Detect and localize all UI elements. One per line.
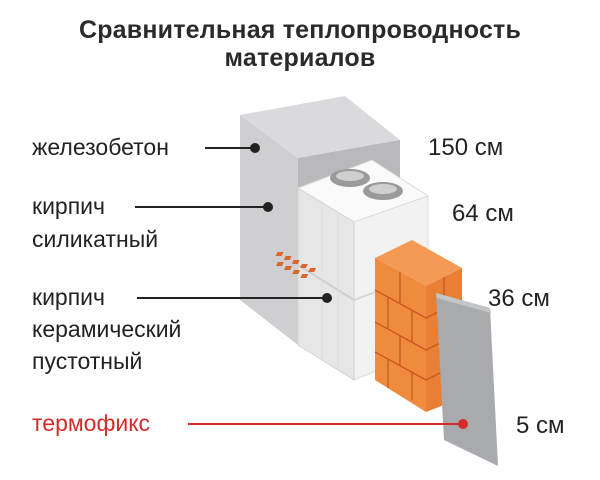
thickness-ceramic: 36 см bbox=[488, 285, 550, 312]
label-ceramic-line-1: кирпич bbox=[32, 284, 105, 310]
thickness-termofix: 5 см bbox=[516, 412, 565, 439]
thickness-silicate: 64 см bbox=[452, 200, 514, 227]
label-ceramic-line-2: керамический bbox=[32, 316, 182, 342]
silicate-marker-dot bbox=[263, 202, 273, 212]
label-silicate-line-2: силикатный bbox=[32, 226, 159, 252]
label-concrete: железобетон bbox=[32, 134, 169, 160]
label-silicate-line-1: кирпич bbox=[32, 193, 105, 219]
termofix-marker-dot bbox=[458, 419, 468, 429]
concrete-marker-dot bbox=[250, 143, 260, 153]
label-termofix: термофикс bbox=[32, 410, 151, 436]
label-ceramic-line-3: пустотный bbox=[32, 348, 143, 374]
diagram-title-line-2: материалов bbox=[224, 44, 376, 72]
termofix-panel bbox=[436, 293, 498, 466]
ceramic-marker-dot bbox=[322, 293, 332, 303]
diagram-title-line-1: Сравнительная теплопроводность bbox=[78, 16, 522, 44]
leader-lines bbox=[135, 143, 468, 429]
thickness-concrete: 150 см bbox=[428, 134, 504, 161]
